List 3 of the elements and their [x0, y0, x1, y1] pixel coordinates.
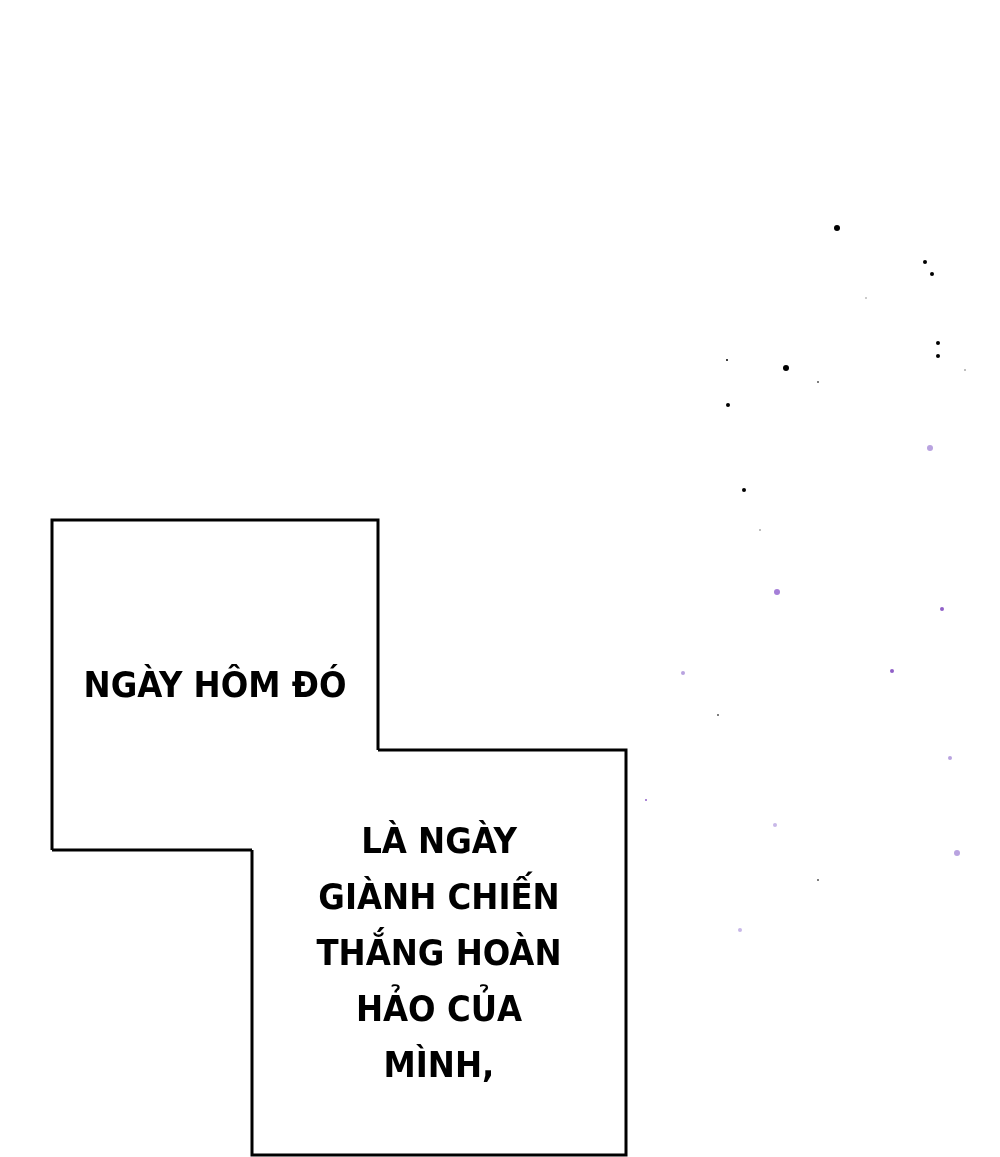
narration-box — [252, 750, 626, 1155]
narration-text: NGÀY HÔM ĐÓ — [82, 663, 348, 707]
narration-text: LÀ NGÀY GIÀNH CHIẾN THẮNG HOÀN HẢO CỦA MÌNH, — [315, 818, 563, 1087]
